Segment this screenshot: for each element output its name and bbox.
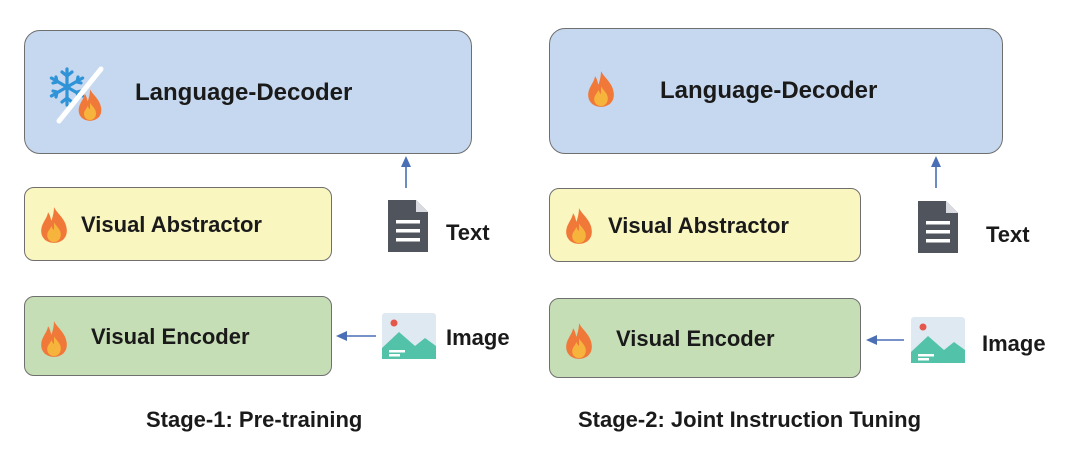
- stage1-caption: Stage-1: Pre-training: [146, 407, 363, 432]
- stage2-visual-encoder-box: Visual Encoder: [549, 298, 861, 378]
- stage1-visual-abstractor-box: Visual Abstractor: [24, 187, 332, 261]
- stage2-language-decoder-box: Language-Decoder: [549, 28, 1003, 154]
- stage2-visual-abstractor-label: Visual Abstractor: [608, 213, 789, 238]
- stage2-visual-encoder-label: Visual Encoder: [616, 326, 775, 351]
- stage1-visual-encoder-box: Visual Encoder: [24, 296, 332, 376]
- stage2-text-label: Text: [986, 222, 1030, 247]
- stage1-language-decoder-box: Language-Decoder: [24, 30, 472, 154]
- stage2-language-decoder-label: Language-Decoder: [660, 77, 878, 104]
- stage2-image-label: Image: [982, 331, 1046, 356]
- stage2-caption: Stage-2: Joint Instruction Tuning: [578, 407, 922, 432]
- snowflake-fire-icon: [45, 63, 109, 127]
- stage1-text-label: Text: [446, 220, 490, 245]
- stage1-image-label: Image: [446, 325, 510, 350]
- stage1-language-decoder-label: Language-Decoder: [135, 79, 353, 106]
- stage2-visual-abstractor-box: Visual Abstractor: [549, 188, 861, 262]
- stage1-visual-abstractor-label: Visual Abstractor: [81, 212, 262, 237]
- stage1-visual-encoder-label: Visual Encoder: [91, 324, 250, 349]
